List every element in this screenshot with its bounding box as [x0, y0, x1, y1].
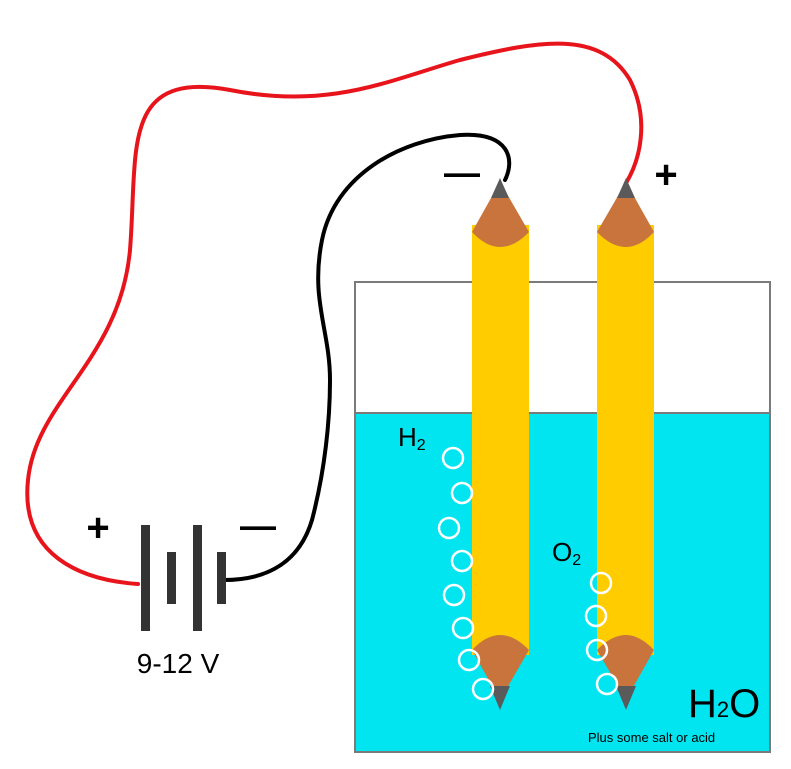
water-formula-o: O [729, 682, 760, 726]
right-pencil-top-tip [617, 178, 635, 198]
hydrogen-bubble [437, 516, 461, 540]
right-pencil-bottom-wood [597, 635, 654, 700]
hydrogen-label: H2 [398, 422, 426, 454]
hydrogen-element: H [398, 422, 417, 452]
right-pencil-body [597, 225, 654, 655]
oxygen-bubble [589, 571, 613, 595]
oxygen-bubble [585, 638, 609, 662]
hydrogen-bubble [442, 583, 466, 607]
hydrogen-subscript: 2 [417, 437, 426, 454]
water [355, 413, 770, 752]
cathode-negative-label: — [444, 152, 480, 193]
hydrogen-bubble [450, 549, 474, 573]
battery-voltage-label: 9-12 V [137, 648, 220, 679]
black-wire [222, 132, 512, 582]
oxygen-label: O2 [552, 537, 581, 569]
right-pencil-top-wood [597, 182, 654, 247]
battery-plate-3 [193, 525, 202, 631]
left-pencil [472, 178, 529, 710]
solution-note: Plus some salt or acid [588, 730, 715, 745]
battery-plate-2 [167, 552, 176, 604]
battery-negative-label: — [240, 505, 276, 546]
hydrogen-bubble [471, 677, 495, 701]
oxygen-bubbles [584, 571, 619, 696]
battery-plate-4 [217, 552, 226, 604]
battery-positive-label: + [86, 506, 109, 550]
container [354, 281, 771, 753]
hydrogen-bubble [441, 446, 465, 470]
oxygen-element: O [552, 537, 572, 567]
right-pencil-bottom-tip [616, 686, 636, 710]
oxygen-subscript: 2 [572, 552, 581, 569]
left-pencil-bottom-tip [490, 686, 510, 710]
battery-plate-1 [141, 525, 150, 631]
left-pencil-body [472, 225, 529, 655]
left-pencil-top-wood [472, 182, 529, 247]
battery [141, 525, 226, 631]
oxygen-bubble [595, 672, 619, 696]
water-formula-h: H [688, 682, 717, 726]
hydrogen-bubble [450, 481, 474, 505]
left-pencil-top-tip [491, 178, 509, 198]
hydrogen-bubbles [437, 446, 495, 701]
water-formula: H2O [688, 682, 760, 726]
left-pencil-bottom-wood [472, 635, 529, 700]
hydrogen-bubble [457, 648, 481, 672]
red-wire [25, 41, 644, 586]
hydrogen-bubble [451, 616, 475, 640]
container-outline [354, 281, 771, 753]
anode-positive-label: + [654, 153, 677, 197]
right-pencil [597, 178, 654, 710]
oxygen-bubble [584, 604, 608, 628]
water-formula-subscript: 2 [717, 697, 729, 722]
